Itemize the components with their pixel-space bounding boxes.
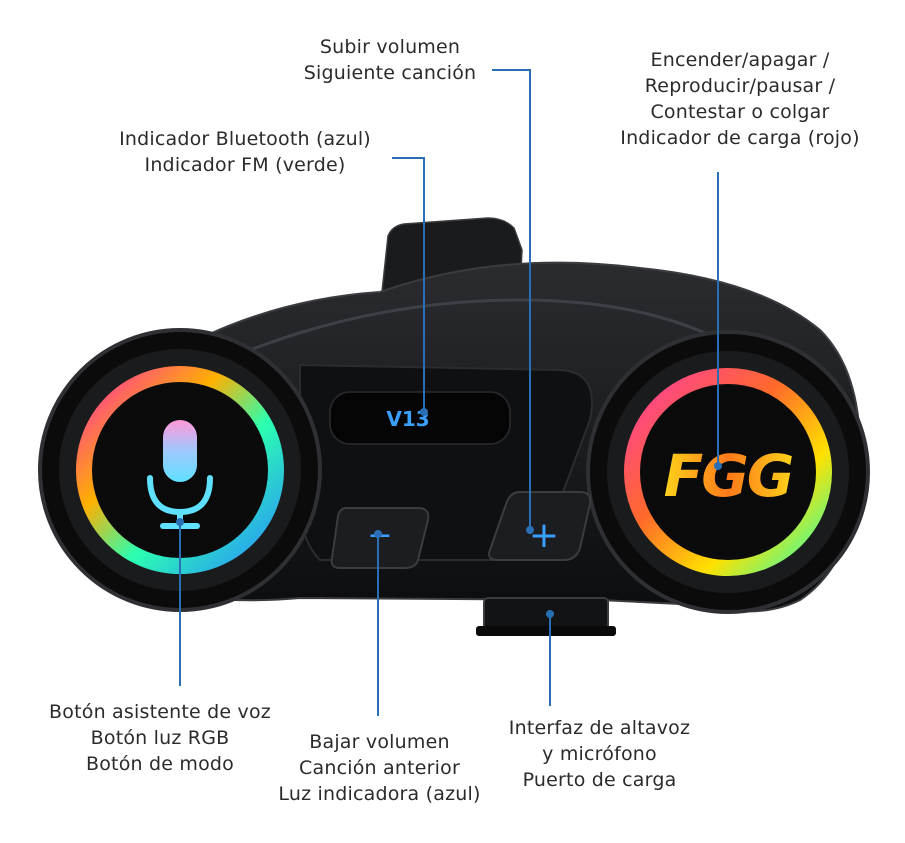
display-slot — [329, 391, 511, 445]
volume-down-button[interactable] — [330, 507, 430, 569]
plus-symbol: + — [529, 515, 559, 556]
body-ridge — [249, 298, 721, 352]
label-voice: Botón asistente de voz Botón luz RGB Bot… — [49, 701, 271, 775]
label-volume-down: Bajar volumen Canción anterior Luz indic… — [278, 731, 481, 805]
right-rgb-ring — [624, 368, 832, 576]
label-power: Encender/apagar / Reproducir/pausar / Co… — [620, 49, 860, 149]
brand-logo[interactable]: FGG — [664, 442, 795, 510]
label-indicator: Indicador Bluetooth (azul) Indicador FM … — [119, 128, 371, 176]
leader-lines — [176, 69, 722, 716]
label-speaker-port: Interfaz de altavoz y micrófono Puerto d… — [508, 717, 691, 791]
volume-up-button[interactable] — [488, 491, 592, 561]
label-volume-up: Subir volumen Siguiente canción — [303, 36, 477, 84]
